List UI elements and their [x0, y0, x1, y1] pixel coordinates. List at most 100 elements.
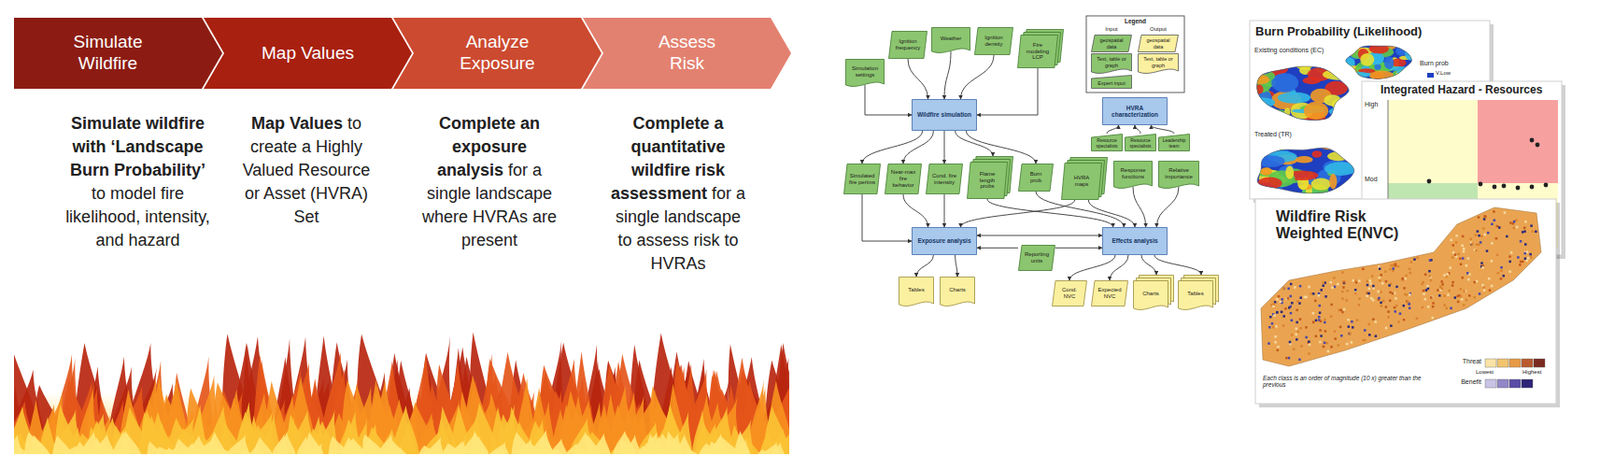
risk-map-part — [1365, 280, 1369, 284]
risk-map-part — [1294, 333, 1298, 337]
risk-map-part — [1460, 297, 1464, 301]
risk-map-part — [1438, 294, 1442, 298]
node-label: Exposure analysis — [915, 237, 974, 244]
risk-map-part — [1483, 217, 1487, 221]
process-box: Wildfire simulation — [911, 99, 977, 131]
risk-map-part — [1482, 285, 1486, 289]
flames-illustration-part — [417, 445, 443, 454]
risk-map-part — [1467, 256, 1471, 260]
risk-map-part — [1363, 328, 1367, 332]
burn-probability-map-part — [1338, 40, 1419, 81]
risk-map-part — [1304, 325, 1308, 329]
risk-map-part — [1493, 218, 1497, 222]
data-output: Simulated fire perims — [843, 163, 881, 195]
panel-title: Burn Probability (Likelihood) — [1255, 25, 1480, 40]
hazard-chart-part — [1543, 183, 1549, 188]
risk-map-part — [1282, 287, 1286, 291]
risk-map-part — [1429, 258, 1432, 262]
risk-map-part — [1529, 253, 1532, 256]
risk-map-part — [1366, 283, 1370, 287]
risk-map-part — [1452, 243, 1456, 247]
risk-map-part — [1324, 329, 1328, 333]
legend-text: Text, table or graph — [1093, 56, 1130, 69]
input-document: Simulation settings — [845, 58, 885, 89]
panel-title: Wildfire Risk Weighted E(NVC) — [1275, 208, 1435, 243]
legend-heading: Input — [1090, 26, 1133, 33]
risk-map-part — [1332, 276, 1336, 280]
risk-map-part — [1354, 292, 1358, 296]
burn-probability-map-part — [1329, 108, 1343, 116]
benefit-swatch — [1509, 379, 1521, 388]
flames-illustration-part — [707, 433, 728, 454]
risk-map-part — [1492, 210, 1496, 213]
risk-map-part — [1288, 356, 1291, 360]
risk-map-part — [1285, 356, 1289, 360]
burn-probability-map-part — [1265, 112, 1278, 125]
flames-illustration — [14, 331, 790, 454]
risk-map-part — [1496, 254, 1500, 257]
shape-outline — [1091, 35, 1133, 53]
risk-map-part — [1358, 303, 1361, 307]
shape-outline — [912, 227, 977, 255]
risk-map-part — [1447, 289, 1451, 293]
risk-map-part — [1449, 239, 1453, 242]
burn-probability-map-part — [1339, 72, 1357, 81]
burn-probability-map-part — [1256, 155, 1285, 168]
flames-illustration-part — [207, 405, 234, 454]
risk-map-part — [1424, 297, 1428, 301]
risk-map-part — [1275, 297, 1279, 301]
shape-outline — [926, 164, 963, 195]
risk-map-part — [1451, 283, 1455, 287]
risk-map-part — [1401, 277, 1405, 281]
shape-outline — [1061, 163, 1103, 200]
burn-probability-map-part — [1253, 74, 1271, 85]
data-output: Cond. fire intensity — [925, 163, 963, 195]
risk-map-part — [1486, 231, 1490, 235]
risk-map-part — [1333, 337, 1337, 340]
risk-map-part — [1402, 286, 1406, 290]
step-description: Complete a quantitative wildfire risk as… — [608, 112, 749, 276]
risk-map-part — [1451, 255, 1455, 259]
node-label: Assess Risk — [640, 31, 735, 75]
risk-map-part — [1391, 292, 1395, 296]
process-step-chevron: Analyze Exposure — [393, 17, 602, 89]
legend-item: Text, table or graph — [1137, 53, 1179, 76]
connector-arrow — [1106, 125, 1119, 134]
risk-map-part — [1299, 317, 1303, 321]
risk-map-part — [1378, 276, 1382, 280]
risk-map-part — [1397, 265, 1401, 269]
risk-map-part — [1460, 244, 1464, 248]
risk-map-part — [1460, 276, 1464, 280]
map-note: Each class is an order of magnitude (10 … — [1262, 374, 1436, 389]
risk-map-part — [1337, 343, 1341, 347]
risk-map-part — [1481, 266, 1485, 270]
risk-map-part — [1490, 241, 1494, 245]
risk-map-part — [1515, 218, 1518, 222]
burn-probability-map-part — [1320, 141, 1341, 150]
risk-map-part — [1351, 325, 1355, 329]
flames-illustration-part — [24, 432, 51, 454]
connector-arrow — [944, 130, 946, 164]
risk-map-part — [1462, 250, 1466, 254]
risk-map-part — [1474, 233, 1478, 237]
legend-title: Legend — [1086, 17, 1185, 25]
risk-map-part — [1513, 226, 1516, 230]
risk-map-part — [1314, 299, 1317, 303]
legend-text: Text, table or graph — [1140, 56, 1176, 69]
flames-illustration-part — [573, 431, 599, 454]
risk-map-part — [1445, 307, 1449, 311]
risk-map-part — [1482, 226, 1486, 230]
figure-panel: Wildfire Risk Weighted E(NVC) — [1255, 198, 1557, 404]
risk-map-part — [1287, 287, 1290, 291]
flames-illustration-part — [155, 446, 180, 454]
risk-map-part — [1461, 235, 1465, 239]
node-label: Near-max fire behavior — [890, 169, 917, 189]
legend-row-label: Benefit — [1438, 378, 1482, 386]
risk-map-part — [1409, 271, 1413, 275]
map-outline — [1345, 45, 1413, 79]
axis-tick-label: Mod — [1364, 175, 1388, 184]
risk-map-part — [1318, 328, 1322, 332]
risk-map-part — [1488, 288, 1492, 292]
connector-arrow — [1134, 125, 1141, 134]
risk-map-part — [1523, 226, 1527, 230]
